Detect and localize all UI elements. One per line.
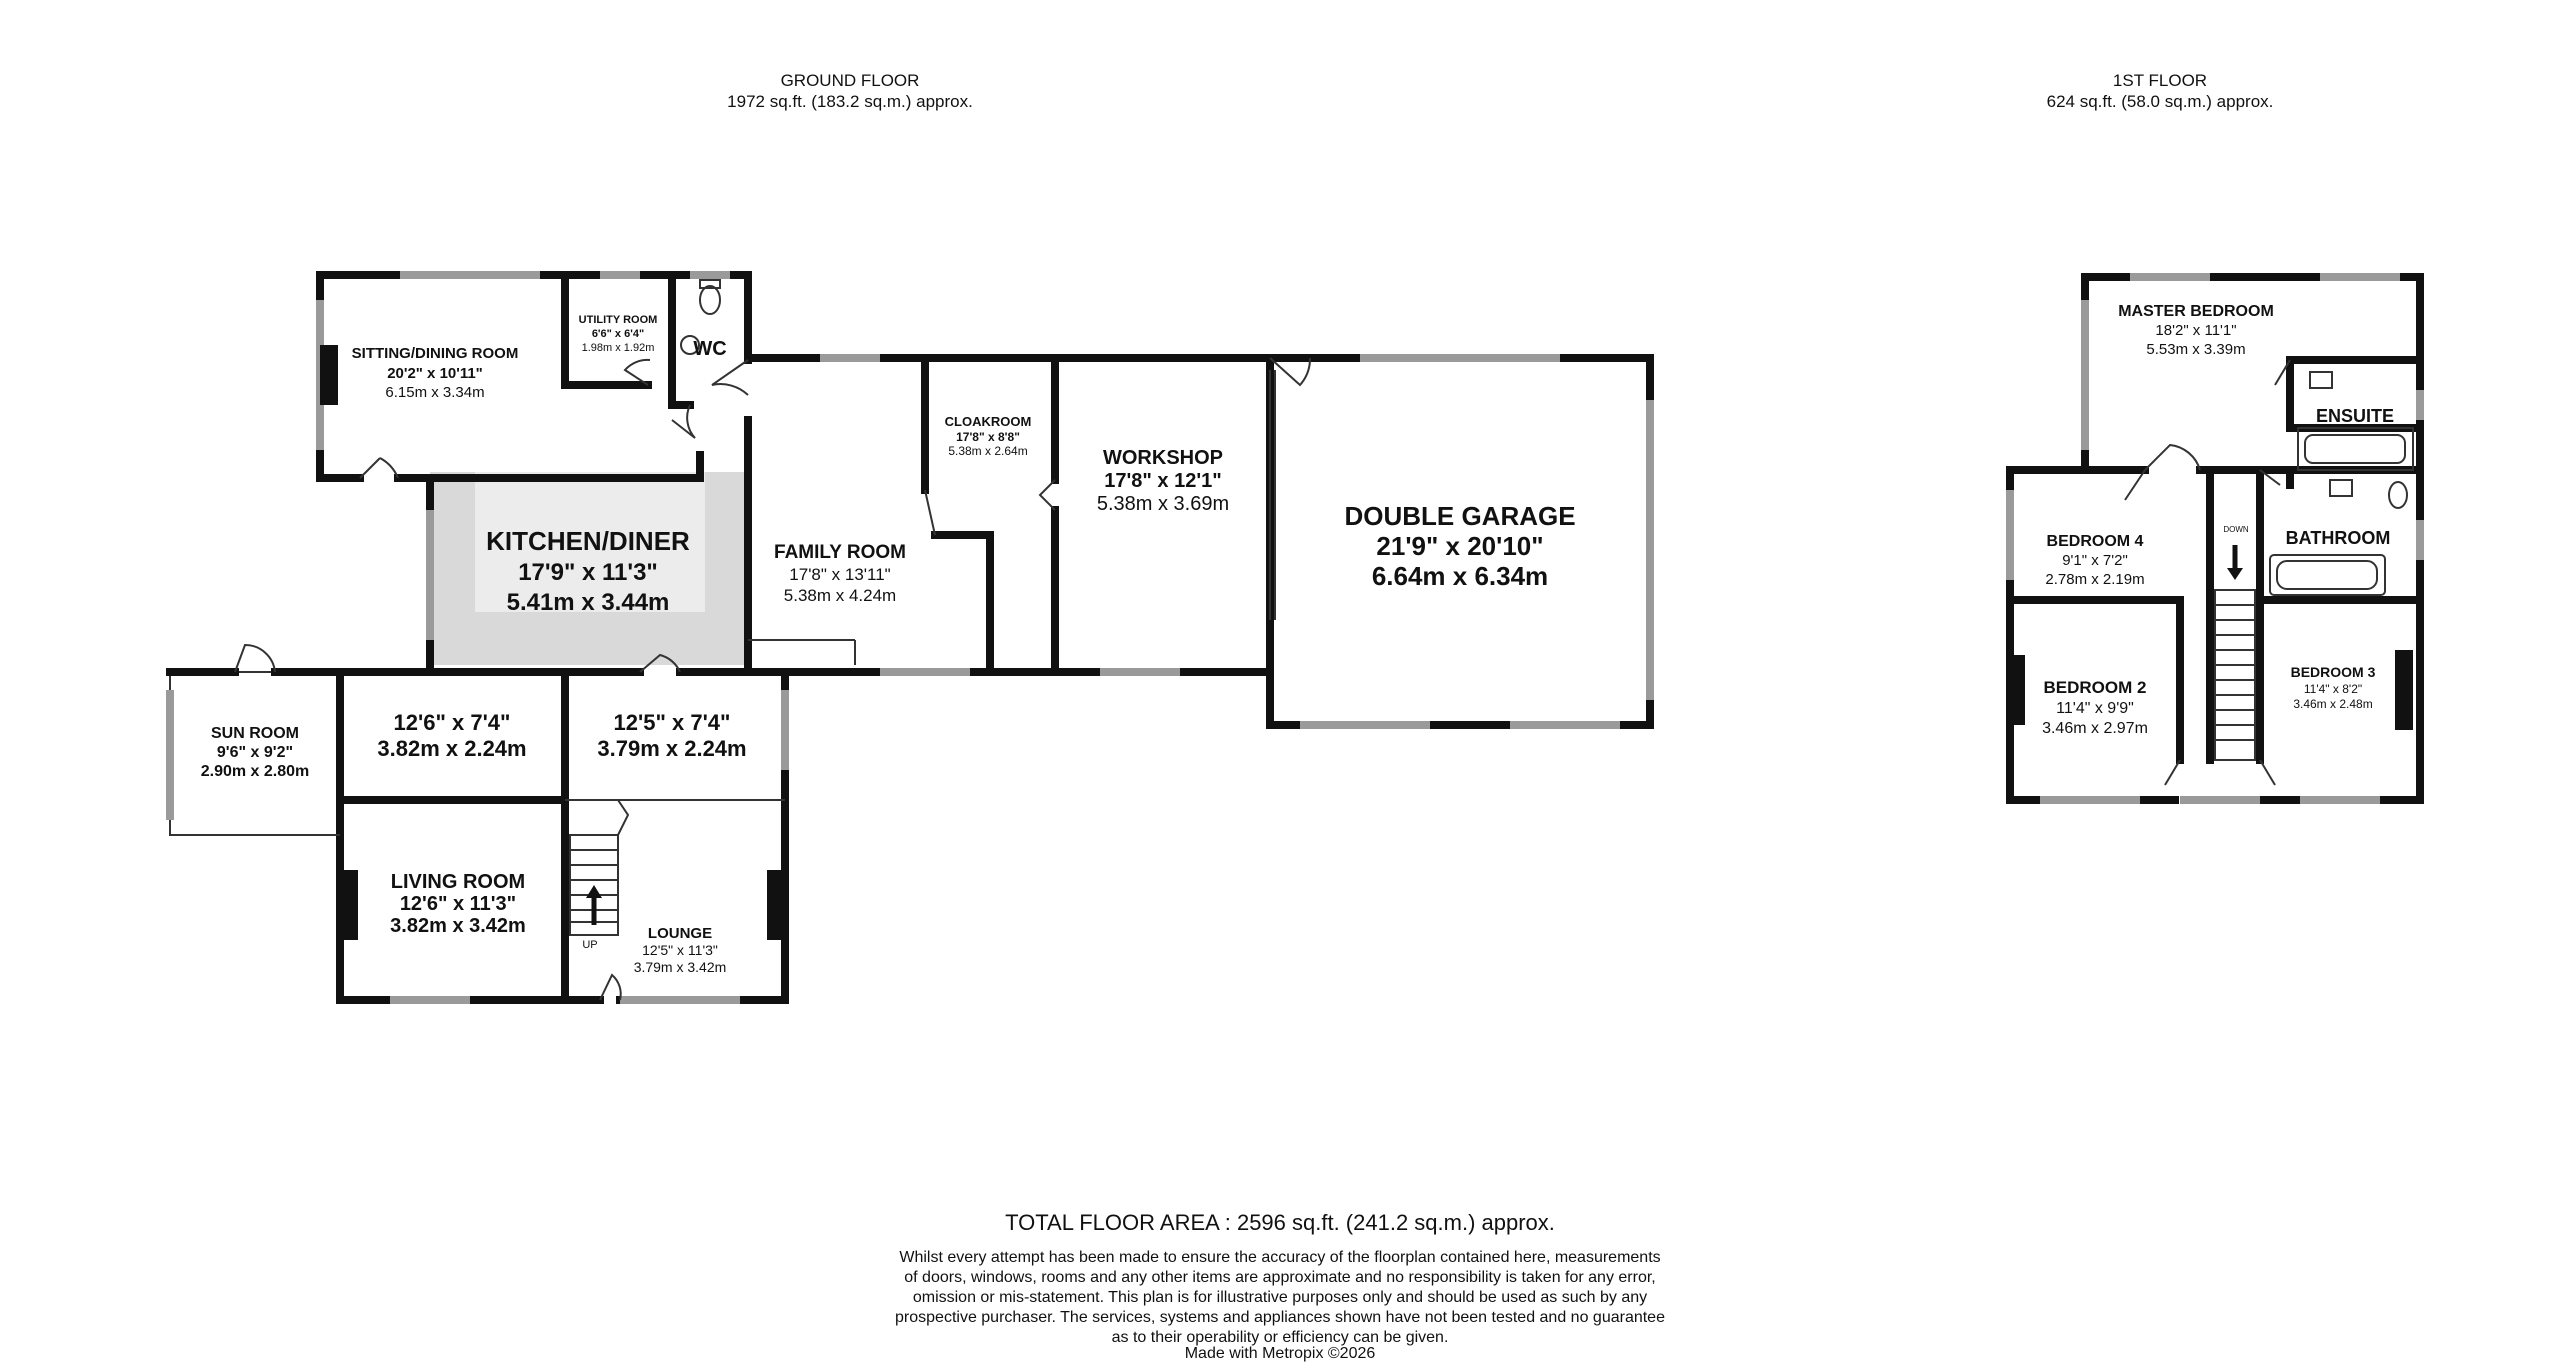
bed3-metric: 3.46m x 2.48m — [2293, 697, 2372, 711]
total-floor-area: TOTAL FLOOR AREA : 2596 sq.ft. (241.2 sq… — [1005, 1210, 1555, 1235]
living-imperial: 12'6" x 11'3" — [400, 893, 516, 915]
kitchen-metric: 5.41m x 3.44m — [507, 589, 670, 616]
bed4-metric: 2.78m x 2.19m — [2045, 571, 2144, 588]
living-metric: 3.82m x 3.42m — [390, 915, 526, 937]
family-name: FAMILY ROOM — [774, 542, 906, 563]
lounge-name: LOUNGE — [648, 925, 712, 942]
sitting-metric: 6.15m x 3.34m — [385, 384, 484, 401]
garage-imperial: 21'9" x 20'10" — [1376, 531, 1543, 561]
stairs-down-label: DOWN — [2223, 525, 2249, 534]
hall-right-metric: 3.79m x 2.24m — [597, 736, 746, 761]
bathroom-fixtures — [2269, 371, 2414, 596]
cloakroom-metric: 5.38m x 2.64m — [948, 444, 1027, 458]
master-name: MASTER BEDROOM — [2118, 303, 2274, 320]
kitchen-imperial: 17'9" x 11'3" — [518, 559, 658, 586]
disclaimer-line: as to their operability or efficiency ca… — [1111, 1329, 1449, 1346]
bed2-imperial: 11'4" x 9'9" — [2056, 700, 2134, 717]
disclaimer-line: omission or mis-statement. This plan is … — [912, 1289, 1648, 1306]
living-name: LIVING ROOM — [391, 871, 525, 893]
first-floor-stairs — [2214, 545, 2256, 761]
master-imperial: 18'2" x 11'1" — [2155, 322, 2236, 339]
cloakroom-name: CLOAKROOM — [945, 414, 1032, 429]
kitchen-island-shading — [475, 472, 705, 612]
credit: Made with Metropix ©2026 — [1184, 1345, 1376, 1362]
cloakroom-imperial: 17'8" x 8'8" — [956, 430, 1020, 444]
wc-fixtures — [680, 279, 721, 355]
sunroom-name: SUN ROOM — [211, 725, 299, 742]
ensuite-name: ENSUITE — [2316, 406, 2394, 426]
disclaimer-line: of doors, windows, rooms and any other i… — [904, 1269, 1656, 1286]
first-floor-area: 624 sq.ft. (58.0 sq.m.) approx. — [2046, 92, 2274, 111]
room-labels: SITTING/DINING ROOM 20'2" x 10'11" 6.15m… — [201, 303, 2394, 975]
utility-name: UTILITY ROOM — [579, 314, 658, 326]
bathroom-name: BATHROOM — [2286, 528, 2391, 548]
hall-right-imperial: 12'5" x 7'4" — [614, 710, 731, 735]
lounge-metric: 3.79m x 3.42m — [634, 959, 727, 975]
bed3-name: BEDROOM 3 — [2291, 664, 2376, 680]
garage-name: DOUBLE GARAGE — [1344, 501, 1575, 531]
wc-name: WC — [693, 338, 726, 360]
utility-metric: 1.98m x 1.92m — [582, 342, 655, 354]
hall-left-imperial: 12'6" x 7'4" — [394, 710, 511, 735]
ground-floor-heading: GROUND FLOOR 1972 sq.ft. (183.2 sq.m.) a… — [700, 70, 1000, 112]
sunroom-imperial: 9'6" x 9'2" — [217, 744, 293, 761]
ground-floor-title: GROUND FLOOR — [780, 71, 920, 90]
stairs-up-label: UP — [582, 939, 597, 951]
ground-stairs — [569, 799, 630, 936]
bed3-imperial: 11'4" x 8'2" — [2304, 682, 2362, 696]
hall-left-metric: 3.82m x 2.24m — [377, 736, 526, 761]
first-floor-doors — [2124, 359, 2291, 786]
utility-imperial: 6'6" x 6'4" — [592, 328, 644, 340]
door-swings — [234, 357, 1312, 1001]
disclaimer-line: Whilst every attempt has been made to en… — [899, 1249, 1661, 1266]
bed4-name: BEDROOM 4 — [2047, 533, 2144, 550]
sunroom-metric: 2.90m x 2.80m — [201, 763, 310, 780]
bed2-name: BEDROOM 2 — [2044, 678, 2147, 697]
workshop-metric: 5.38m x 3.69m — [1097, 493, 1229, 515]
ground-floor-windows — [166, 271, 1654, 1004]
sitting-imperial: 20'2" x 10'11" — [387, 365, 483, 382]
kitchen-name: KITCHEN/DINER — [486, 526, 690, 556]
ground-floor-area: 1972 sq.ft. (183.2 sq.m.) approx. — [727, 92, 973, 111]
floorplan-drawing: SITTING/DINING ROOM 20'2" x 10'11" 6.15m… — [166, 271, 2424, 1004]
family-imperial: 17'8" x 13'11" — [789, 565, 890, 584]
first-floor-title: 1ST FLOOR — [2112, 71, 2208, 90]
workshop-name: WORKSHOP — [1103, 447, 1223, 469]
disclaimer: Whilst every attempt has been made to en… — [0, 1248, 2560, 1348]
master-metric: 5.53m x 3.39m — [2146, 341, 2245, 358]
bed2-metric: 3.46m x 2.97m — [2042, 720, 2148, 737]
family-metric: 5.38m x 4.24m — [784, 586, 896, 605]
bed4-imperial: 9'1" x 7'2" — [2062, 552, 2128, 569]
disclaimer-line: prospective purchaser. The services, sys… — [895, 1309, 1665, 1326]
lounge-imperial: 12'5" x 11'3" — [642, 942, 718, 958]
workshop-imperial: 17'8" x 12'1" — [1104, 470, 1221, 492]
first-floor-windows — [2006, 273, 2424, 804]
sitting-name: SITTING/DINING ROOM — [352, 345, 519, 362]
garage-metric: 6.64m x 6.34m — [1372, 561, 1548, 591]
first-floor-heading: 1ST FLOOR 624 sq.ft. (58.0 sq.m.) approx… — [2010, 70, 2310, 112]
